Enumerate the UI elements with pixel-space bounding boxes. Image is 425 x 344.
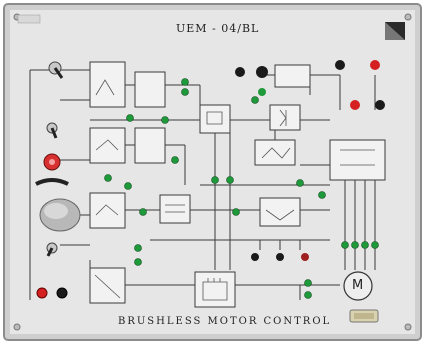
socket-red[interactable]	[350, 100, 360, 110]
test-point	[139, 208, 147, 216]
block-inverter	[329, 139, 386, 181]
knob-icon[interactable]	[39, 198, 81, 232]
block-driver	[269, 104, 301, 131]
block-current-sense	[259, 197, 301, 227]
test-point	[226, 176, 234, 184]
block-symbols	[94, 79, 375, 301]
test-point	[124, 182, 132, 190]
test-point	[126, 114, 134, 122]
panel-footer-title: BRUSHLESS MOTOR CONTROL	[118, 316, 332, 327]
connector-plug[interactable]	[349, 309, 379, 323]
test-point	[361, 241, 369, 249]
test-point	[134, 258, 142, 266]
socket-black[interactable]	[276, 253, 284, 261]
test-point	[232, 208, 240, 216]
screw-icon	[404, 323, 412, 331]
socket-black[interactable]	[375, 100, 385, 110]
test-point	[304, 279, 312, 287]
block-supply-out	[274, 64, 311, 88]
test-point	[134, 244, 142, 252]
test-point	[318, 191, 326, 199]
test-point	[181, 88, 189, 96]
block-comparator	[89, 127, 126, 164]
chip-icon	[202, 278, 228, 301]
test-point	[171, 156, 179, 164]
test-point	[296, 179, 304, 187]
socket-black[interactable]	[56, 287, 68, 299]
transistor-icon	[279, 109, 287, 127]
toggle-switch-icon[interactable]	[48, 61, 64, 79]
test-point	[304, 291, 312, 299]
socket-black[interactable]	[335, 60, 345, 70]
test-point	[211, 176, 219, 184]
screw-icon	[404, 13, 412, 21]
logo-icon	[385, 22, 405, 40]
socket-red[interactable]	[301, 253, 309, 261]
toggle-switch-icon[interactable]	[46, 122, 58, 139]
toggle-switch-icon[interactable]	[46, 242, 58, 257]
motor-label: M	[352, 278, 364, 293]
screw-icon	[13, 323, 21, 331]
lever-switch[interactable]	[35, 178, 69, 186]
test-point	[251, 96, 259, 104]
block-amplifier	[89, 192, 126, 229]
test-point	[351, 241, 359, 249]
test-point	[161, 116, 169, 124]
socket-red[interactable]	[370, 60, 380, 70]
block-pwm	[254, 139, 296, 166]
socket-black[interactable]	[235, 67, 245, 77]
socket-black[interactable]	[256, 66, 268, 78]
block-pi-control	[134, 127, 166, 164]
socket-red[interactable]	[36, 287, 48, 299]
function-blocks	[89, 61, 386, 308]
motor-icon	[343, 271, 373, 301]
socket-black[interactable]	[251, 253, 259, 261]
knob-icon[interactable]	[43, 153, 61, 171]
test-point	[341, 241, 349, 249]
test-points[interactable]	[104, 78, 379, 299]
block-reference	[134, 71, 166, 108]
test-point	[181, 78, 189, 86]
panel-model-code: UEM - 04/BL	[176, 22, 260, 35]
brand-label	[17, 14, 41, 24]
block-hall-logic	[159, 194, 191, 224]
block-encoder	[194, 271, 236, 308]
test-point	[371, 241, 379, 249]
test-point	[104, 174, 112, 182]
socket-green[interactable]	[258, 88, 266, 96]
block-commutation	[199, 104, 231, 134]
